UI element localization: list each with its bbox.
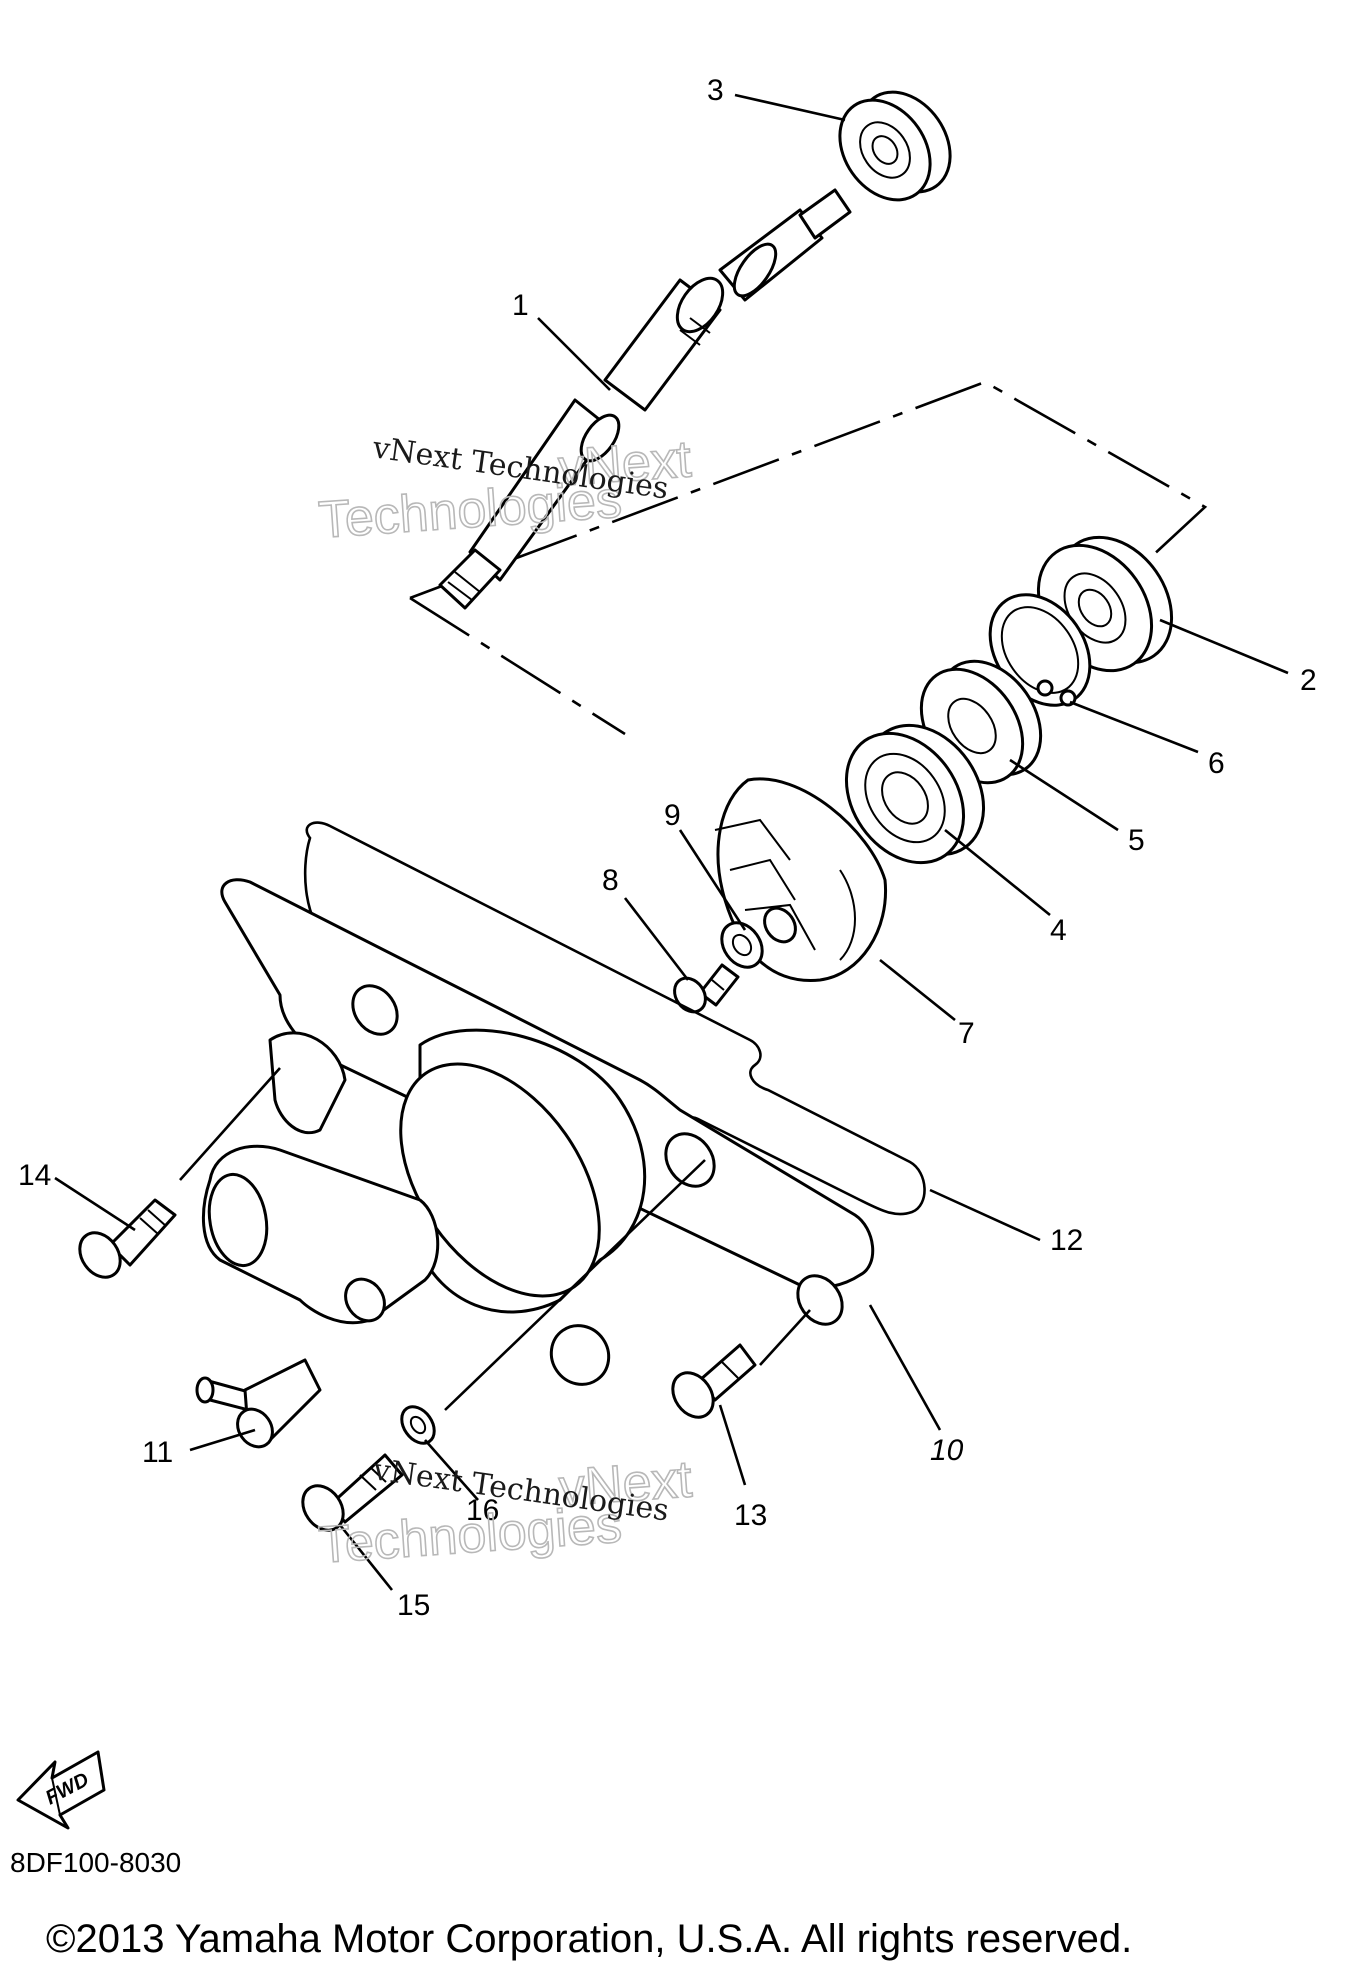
watermark-bottom: vNext Technologies vNext Technologies <box>316 1450 695 1576</box>
callout-12: 12 <box>1050 1224 1083 1257</box>
leader-lines <box>54 93 1289 1591</box>
callout-2: 2 <box>1300 664 1317 697</box>
callout-7: 7 <box>958 1017 975 1050</box>
part-bearing-2 <box>1036 535 1174 673</box>
callout-10: 10 <box>930 1434 964 1467</box>
watermark-logo-a: vNext <box>556 430 693 497</box>
diagram-code: 8DF100-8030 <box>10 1847 181 1878</box>
part-circlip-6 <box>988 593 1092 707</box>
callout-3: 3 <box>707 74 724 107</box>
part-impeller-shaft-1 <box>438 188 852 610</box>
part-seal-5 <box>919 659 1043 785</box>
callout-1: 1 <box>512 289 529 322</box>
callout-labels: 3 1 2 6 5 9 8 4 7 14 12 11 10 16 13 15 <box>18 74 1317 1622</box>
watermark-logo-a: vNext <box>557 1450 694 1517</box>
part-pump-housing <box>201 1028 647 1386</box>
copyright-notice: ©2013 Yamaha Motor Corporation, U.S.A. A… <box>46 1917 1132 1961</box>
assembly-guide-line <box>409 380 1208 736</box>
part-bolt-13 <box>671 1343 757 1419</box>
part-washer-9 <box>720 921 764 969</box>
callout-5: 5 <box>1128 824 1145 857</box>
part-washer-16 <box>400 1405 436 1445</box>
callout-9: 9 <box>664 799 681 832</box>
callout-14: 14 <box>18 1159 51 1192</box>
part-impeller-7 <box>714 777 888 982</box>
part-bolt-14 <box>78 1198 177 1279</box>
part-bolt-8 <box>673 963 740 1014</box>
part-mechanical-seal-4 <box>844 723 986 865</box>
callout-8: 8 <box>602 864 619 897</box>
callout-15: 15 <box>397 1589 430 1622</box>
part-bolt-15 <box>301 1453 404 1532</box>
callout-4: 4 <box>1050 914 1067 947</box>
callout-6: 6 <box>1208 747 1225 780</box>
fwd-arrow-icon: FWD <box>16 1750 106 1830</box>
part-bearing-3 <box>838 90 952 202</box>
callout-13: 13 <box>734 1499 767 1532</box>
callout-11: 11 <box>142 1436 173 1469</box>
part-hose-fitting-11 <box>195 1358 322 1449</box>
callout-16: 16 <box>466 1494 499 1527</box>
